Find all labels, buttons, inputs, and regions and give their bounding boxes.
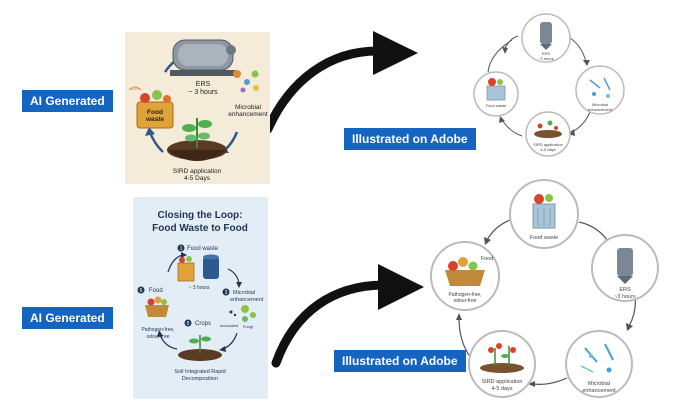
step5-label: Crops <box>195 321 211 327</box>
illustrated-on-adobe-badge-bottom: Illustrated on Adobe <box>334 350 466 372</box>
bottom-ai-panel: Closing the Loop: Food Waste to Food 1 F… <box>133 197 268 399</box>
fungi-microbes-icon <box>229 305 256 322</box>
svg-text:enhancement: enhancement <box>588 107 613 112</box>
top-ai-panel: ERS ~ 3 hours Microbial enhancement Food… <box>125 32 270 184</box>
ers-machine-icon <box>170 39 236 76</box>
svg-text:~3 hours: ~3 hours <box>538 56 554 61</box>
pathogen-free-line2: odour-free <box>146 334 169 340</box>
svg-text:Food waste: Food waste <box>530 235 558 241</box>
top-cycle-ers-node: ERS ~3 hours <box>521 13 571 63</box>
arrow-top <box>263 31 418 134</box>
soil-plant-icon <box>167 118 227 161</box>
svg-text:ERS: ERS <box>619 287 631 293</box>
svg-text:ERS: ERS <box>542 51 551 56</box>
svg-text:4-5 days: 4-5 days <box>491 386 512 392</box>
top-cycle-microbial-node: Microbial enhancement <box>575 65 625 115</box>
svg-text:enhancement: enhancement <box>582 388 616 394</box>
bottom-cycle-ers-node: ERS ~3 hours <box>591 234 659 302</box>
microbial-label-line2: enhancement <box>228 111 268 118</box>
step3-label-line2: enhancement <box>230 297 264 303</box>
bottom-adobe-cycle: Food waste ERS ~3 hours Microbial enhanc… <box>430 179 659 398</box>
svg-text:Food waste: Food waste <box>486 103 507 108</box>
soil-integrated-line1: Soil Integrated Rapid <box>174 369 225 375</box>
bottom-cycle-food-node: Food Pathogen-free, odour-free <box>430 241 500 311</box>
inoculated-label: Inoculated <box>220 323 238 328</box>
food-basket-icon <box>145 296 169 317</box>
fungi-label: Fungi <box>243 324 253 329</box>
svg-text:Food: Food <box>481 256 494 262</box>
crops-soil-icon <box>178 335 222 361</box>
step6-label: Food <box>149 288 163 294</box>
food-waste-label-line2: waste <box>145 116 164 123</box>
svg-text:1: 1 <box>180 246 183 252</box>
ai-generated-badge-top: AI Generated <box>22 90 113 112</box>
svg-text:Microbial: Microbial <box>592 102 608 107</box>
bottom-cycle-food-waste-node: Food waste <box>509 179 579 249</box>
food-waste-basket-icon <box>128 86 174 129</box>
sird-label-line2: 4-5 Days <box>184 175 211 182</box>
bottom-cycle-sird-node: SIRD application 4-5 days <box>468 330 536 398</box>
arrow-bottom <box>271 264 424 368</box>
svg-text:Microbial: Microbial <box>588 381 610 387</box>
svg-text:odour-free: odour-free <box>453 298 476 304</box>
svg-text:Pathogen-free,: Pathogen-free, <box>448 292 481 298</box>
food-waste-bin-icon <box>177 254 219 282</box>
top-adobe-cycle: ERS ~3 hours Microbial enhancement SIRD … <box>473 13 625 157</box>
ers-label: ERS <box>196 81 211 88</box>
microbes-icon <box>233 70 259 93</box>
svg-text:5: 5 <box>187 321 190 327</box>
step1-time: ~ 3 hours <box>189 285 210 291</box>
food-waste-label-line1: Food <box>147 109 163 116</box>
svg-text:SIRD application: SIRD application <box>482 379 523 385</box>
pathogen-free-line1: Pathogen-free, <box>141 327 174 333</box>
bottom-cycle-microbial-node: Microbial enhancement <box>565 330 633 398</box>
svg-text:4-5 days: 4-5 days <box>540 147 555 152</box>
svg-text:~3 hours: ~3 hours <box>614 294 636 300</box>
top-cycle-food-node: Food waste <box>473 71 519 117</box>
ers-time: ~ 3 hours <box>188 89 218 96</box>
step1-label: Food waste <box>187 246 219 252</box>
loop-title-line1: Closing the Loop: <box>158 210 243 221</box>
illustrated-on-adobe-badge-top: Illustrated on Adobe <box>344 128 476 150</box>
step1-number-badge <box>177 244 185 252</box>
sird-label-line1: SIRD application <box>173 168 222 175</box>
svg-text:SIRD application: SIRD application <box>533 142 563 147</box>
top-cycle-sird-node: SIRD application 4-5 days <box>525 111 571 157</box>
loop-title-line2: Food Waste to Food <box>152 223 248 234</box>
svg-text:3: 3 <box>225 290 228 296</box>
ai-generated-badge-bottom: AI Generated <box>22 307 113 329</box>
soil-integrated-line2: Decomposition <box>182 376 218 382</box>
step3-label-line1: Microbial <box>233 290 255 296</box>
svg-text:6: 6 <box>140 288 143 294</box>
microbial-label-line1: Microbial <box>235 104 262 111</box>
